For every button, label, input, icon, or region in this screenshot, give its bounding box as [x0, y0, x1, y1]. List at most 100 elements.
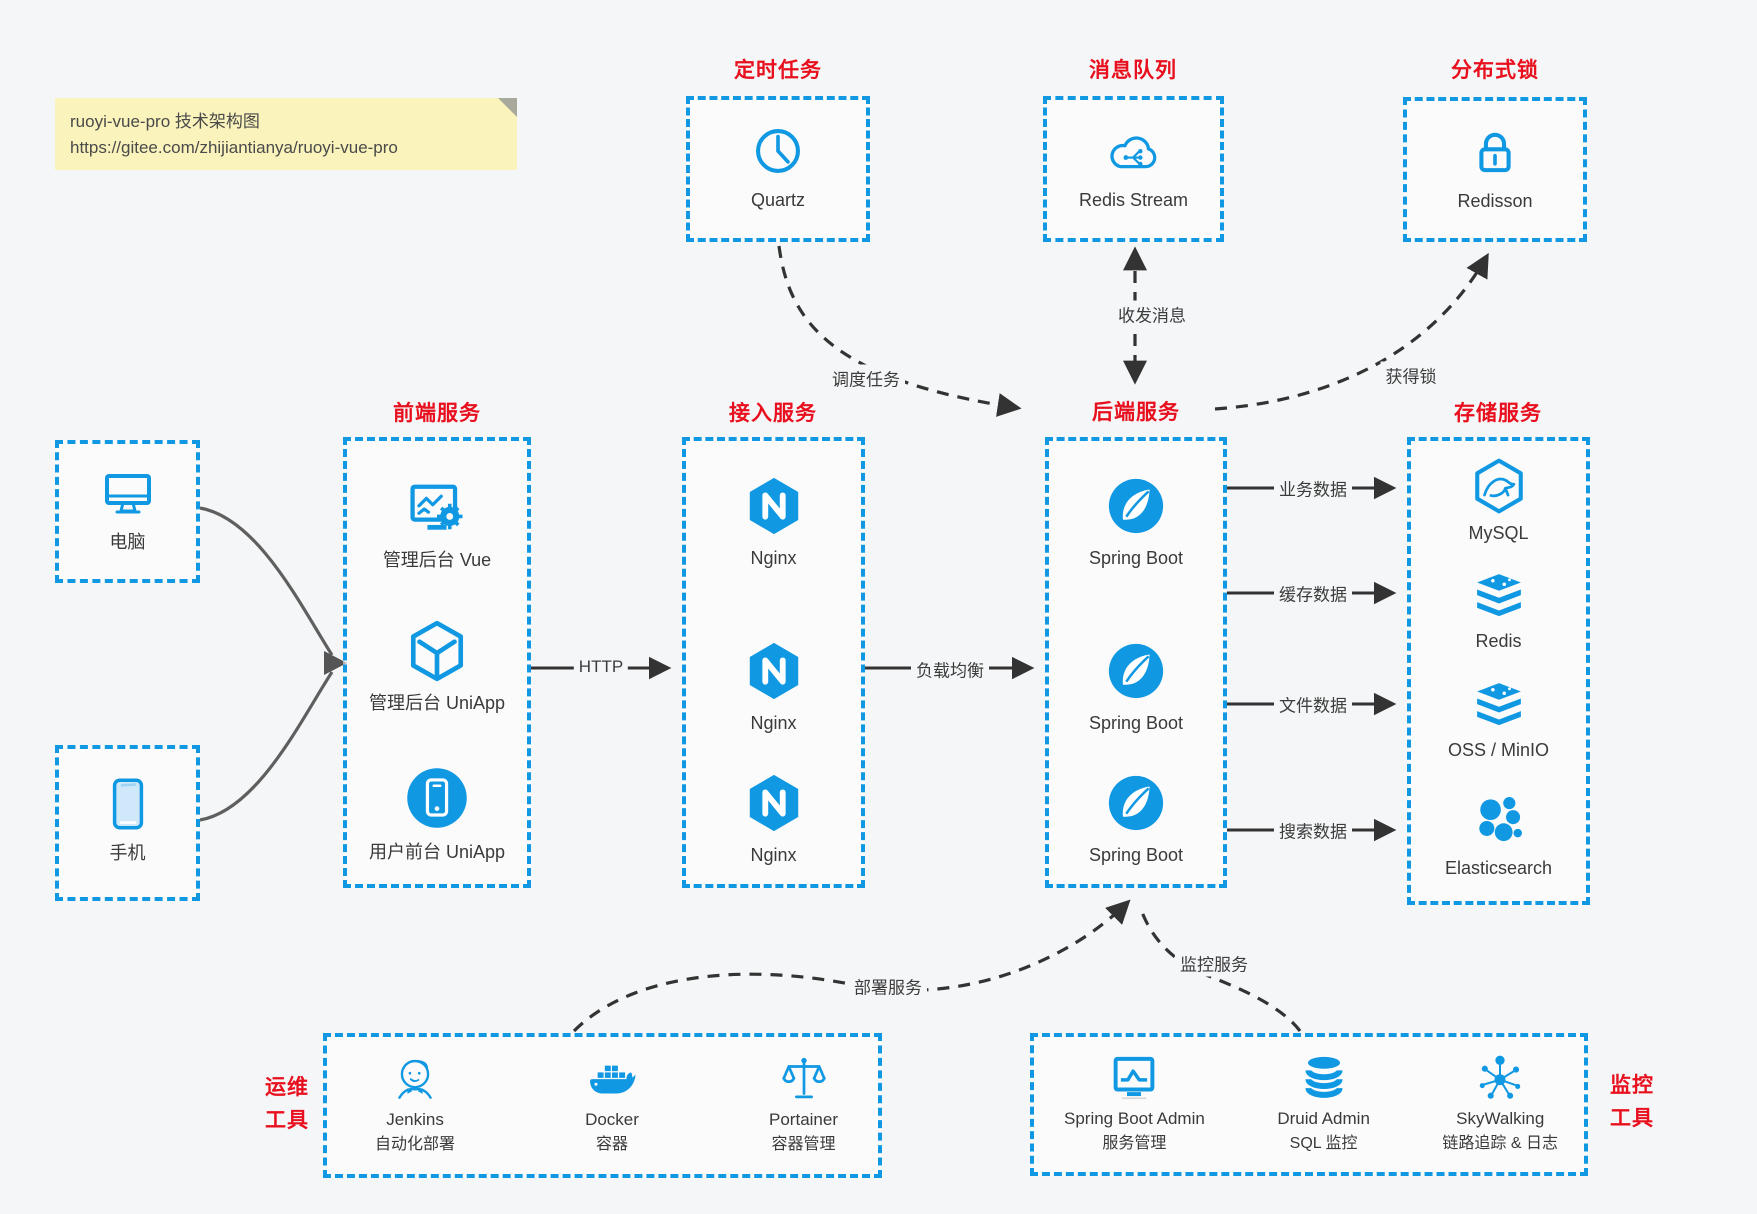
node-label: Spring Boot [1088, 713, 1184, 733]
node-label: 手机 [109, 843, 146, 863]
docker-icon [584, 1053, 640, 1107]
node-label: Docker [585, 1110, 639, 1129]
node-label: 用户前台 UniApp [368, 842, 506, 862]
node-jenkins[interactable]: Jenkins 自动化部署 [375, 1053, 455, 1154]
note-url[interactable]: https://gitee.com/zhijiantianya/ruoyi-vu… [70, 137, 398, 157]
box-distributed-lock[interactable]: Redisson [1403, 97, 1587, 242]
node-portainer[interactable]: Portainer 容器管理 [769, 1053, 838, 1154]
title-backend: 后端服务 [1092, 401, 1180, 424]
title-distributed-lock: 分布式锁 [1451, 59, 1539, 82]
title-message-queue: 消息队列 [1089, 59, 1177, 82]
edge-label-message: 收发消息 [1113, 300, 1191, 328]
node-label: Spring Boot [1088, 845, 1184, 865]
node-docker[interactable]: Docker 容器 [584, 1053, 640, 1154]
node-label: OSS / MinIO [1447, 740, 1550, 760]
node-label: Portainer [769, 1110, 838, 1129]
node-label: Elasticsearch [1444, 858, 1553, 878]
node-desktop[interactable]: 电脑 [59, 462, 196, 554]
node-label: Redis [1475, 631, 1522, 651]
mobile-app-icon [403, 764, 471, 832]
node-redis-stream[interactable]: Redis Stream [1047, 124, 1220, 212]
node-spring-boot-admin[interactable]: Spring Boot Admin 服务管理 [1064, 1051, 1205, 1153]
node-label: Quartz [750, 190, 806, 210]
node-label: 管理后台 UniApp [368, 693, 506, 713]
node-label: SkyWalking [1456, 1109, 1545, 1128]
edge-label-lock: 获得锁 [1380, 361, 1442, 389]
node-sublabel: SQL 监控 [1289, 1135, 1358, 1152]
clock-icon [749, 122, 807, 180]
edge-label-deploy: 部署服务 [849, 972, 927, 1000]
client-to-frontend-arrows [199, 506, 334, 822]
mobile-curve [199, 671, 334, 822]
node-elasticsearch[interactable]: Elasticsearch [1411, 790, 1586, 880]
node-nginx-3[interactable]: Nginx [686, 772, 861, 867]
box-message-queue[interactable]: Redis Stream [1043, 96, 1224, 242]
node-springboot-1[interactable]: Spring Boot [1049, 475, 1223, 570]
nginx-icon [743, 772, 805, 834]
node-nginx-2[interactable]: Nginx [686, 640, 861, 735]
node-label: Spring Boot [1088, 548, 1184, 568]
desktop-icon [96, 462, 160, 526]
node-label: Redis Stream [1078, 190, 1189, 210]
node-springboot-3[interactable]: Spring Boot [1049, 772, 1223, 867]
box-desktop-client[interactable]: 电脑 [55, 440, 200, 583]
elasticsearch-icon [1469, 790, 1529, 850]
box-ops-tools[interactable]: Jenkins 自动化部署 Docker 容器 Portainer 容器管理 [323, 1033, 882, 1178]
get-lock-curve [1214, 252, 1489, 411]
node-label: Nginx [750, 713, 797, 733]
node-sublabel: 链路追踪 & 日志 [1442, 1135, 1558, 1152]
node-user-uniapp[interactable]: 用户前台 UniApp [347, 764, 527, 864]
monitor-chart-icon [1106, 1051, 1162, 1107]
node-label: 管理后台 Vue [382, 550, 492, 570]
edge-label-schedule: 调度任务 [827, 364, 905, 392]
spring-icon [1105, 640, 1167, 702]
node-label: MySQL [1468, 523, 1529, 543]
lock-icon [1466, 123, 1524, 181]
sticky-note: ruoyi-vue-pro 技术架构图 https://gitee.com/zh… [55, 98, 517, 170]
spring-icon [1105, 772, 1167, 834]
nginx-icon [743, 640, 805, 702]
node-sublabel: 容器 [596, 1136, 629, 1153]
node-mysql[interactable]: MySQL [1411, 457, 1586, 545]
node-mobile[interactable]: 手机 [59, 771, 196, 865]
node-oss-minio[interactable]: OSS / MinIO [1411, 677, 1586, 762]
box-backend-services[interactable]: Spring Boot Spring Boot Spring Boot [1045, 437, 1227, 888]
scales-icon [777, 1053, 831, 1107]
node-label: Jenkins [386, 1110, 444, 1129]
box-frontend-services[interactable]: 管理后台 Vue 管理后台 UniApp 用户前台 UniApp [343, 437, 531, 888]
node-admin-uniapp[interactable]: 管理后台 UniApp [347, 618, 527, 715]
title-scheduled-task: 定时任务 [734, 59, 822, 82]
edge-label-http: HTTP [573, 656, 629, 678]
node-quartz[interactable]: Quartz [690, 122, 866, 212]
edge-label-load-balance: 负载均衡 [911, 655, 989, 683]
node-label: Druid Admin [1277, 1109, 1370, 1128]
cloud-stream-icon [1105, 124, 1163, 182]
node-nginx-1[interactable]: Nginx [686, 475, 861, 570]
node-redisson[interactable]: Redisson [1407, 123, 1583, 213]
box-mobile-client[interactable]: 手机 [55, 745, 200, 901]
node-springboot-2[interactable]: Spring Boot [1049, 640, 1223, 735]
node-label: Spring Boot Admin [1064, 1109, 1205, 1128]
node-skywalking[interactable]: SkyWalking 链路追踪 & 日志 [1442, 1051, 1558, 1153]
note-title: ruoyi-vue-pro 技术架构图 [70, 112, 260, 131]
box-gateway-services[interactable]: Nginx Nginx Nginx [682, 437, 865, 888]
box-scheduled-task[interactable]: Quartz [686, 96, 870, 242]
edge-label-monitor: 监控服务 [1175, 949, 1253, 977]
edge-label-cache-data: 缓存数据 [1274, 579, 1352, 607]
box-monitor-tools[interactable]: Spring Boot Admin 服务管理 Druid Admin SQL 监… [1030, 1033, 1588, 1176]
nginx-icon [743, 475, 805, 537]
mobile-icon [95, 771, 161, 837]
topology-icon [1473, 1051, 1527, 1105]
node-druid-admin[interactable]: Druid Admin SQL 监控 [1277, 1051, 1370, 1153]
node-admin-vue[interactable]: 管理后台 Vue [347, 475, 527, 572]
box-storage-services[interactable]: MySQL Redis OSS / MinIO Elasticsearch [1407, 437, 1590, 905]
node-label: Nginx [750, 548, 797, 568]
node-label: Nginx [750, 845, 797, 865]
title-storage: 存储服务 [1454, 402, 1542, 425]
jenkins-icon [388, 1053, 442, 1107]
admin-vue-icon [403, 475, 471, 543]
node-redis[interactable]: Redis [1411, 568, 1586, 653]
title-frontend: 前端服务 [393, 402, 481, 425]
title-ops-tools: 运维 工具 [265, 1076, 309, 1132]
